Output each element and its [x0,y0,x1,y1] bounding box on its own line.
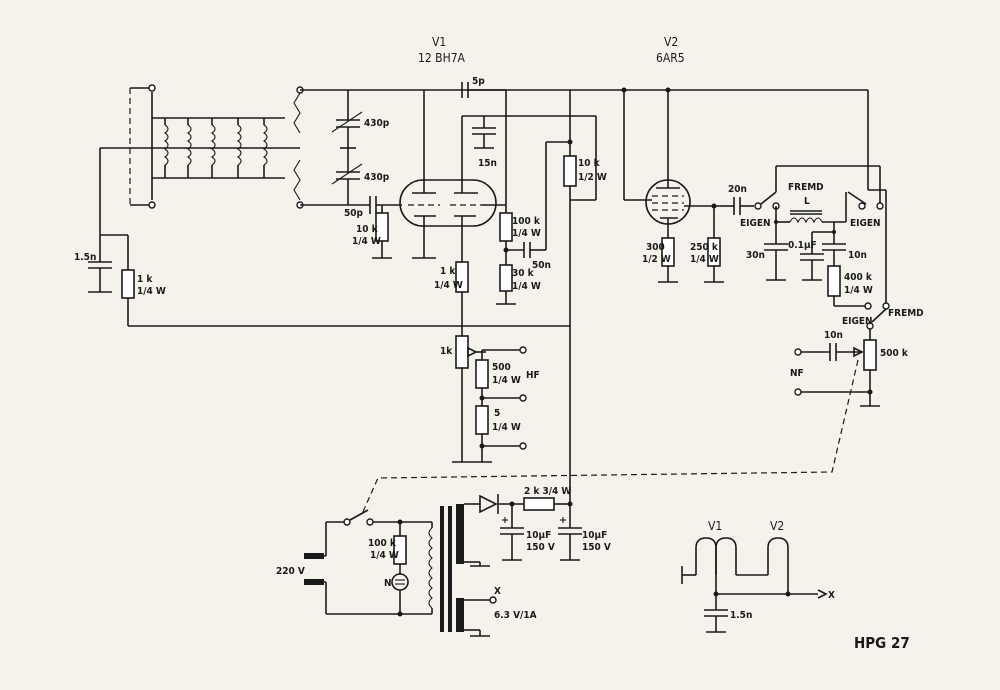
switch-linkage [361,359,859,515]
label-heater-v2: V2 [770,519,784,533]
tuning-capacitors [300,89,570,206]
label-r-10k-half-a: 10 k [578,158,601,169]
label-inductor-l: L [804,196,810,207]
r-1k-cathode [455,261,469,336]
label-r-500-b: 1/4 W [492,375,521,386]
filter-network [764,220,868,307]
label-r-100k-a: 100 k [512,216,541,227]
v2-ref: V2 [664,35,678,49]
label-r-5-b: 1/4 W [492,422,521,433]
label-heater-v: 6.3 V/1A [494,610,537,621]
cap-15n [462,115,597,201]
label-r-5-a: 5 [494,408,500,419]
r-300 [658,237,678,283]
v2-type: 6AR5 [656,51,685,65]
tube-v1 [399,90,506,262]
label-c-0-1uf: 0.1µF [788,240,817,251]
label-r-10k-q-a: 10 k [356,224,379,235]
label-eigen-1: EIGEN [740,218,771,229]
label-r-400k-a: 400 k [844,272,873,283]
label-r-100k-mains-a: 100 k [368,538,397,549]
r-100k-30k [496,205,546,305]
label-c-1n5: 1.5n [74,252,96,263]
label-r-1k-cath-a: 1 k [440,266,456,277]
label-c-15n: 15n [478,158,497,169]
r-10k-half [545,90,577,505]
left-branch [88,148,570,327]
label-c-50p: 50p [344,208,364,219]
hf-attenuator [452,335,527,463]
nf-input [794,339,880,407]
label-r-2k: 2 k 3/4 W [524,486,571,497]
label-eigen-2: EIGEN [850,218,881,229]
label-c-10n-a: 10n [848,250,867,261]
label-c-10uf-a: 10µF [526,530,551,541]
label-x-out: X [494,586,501,597]
label-c-430p-b: 430p [364,172,390,183]
label-c-150v-b: 150 V [582,542,611,553]
label-r-300-a: 300 [646,242,665,253]
label-pot-1k: 1k [440,346,453,357]
coil-turret [100,84,304,209]
label-nf: NF [790,368,804,379]
label-r-1k-cath-b: 1/4 W [434,280,463,291]
label-r-30k-a: 30 k [512,268,535,279]
label-c-10n-b: 10n [824,330,843,341]
label-c-150v-a: 150 V [526,542,555,553]
label-mains: 220 V [276,566,305,577]
label-heater-v1: V1 [708,519,722,533]
label-hf: HF [526,370,540,381]
label-r-30k-b: 1/4 W [512,281,541,292]
label-c-430p-a: 430p [364,118,390,129]
label-c-20n: 20n [728,184,747,195]
tube-v2 [570,87,868,238]
label-c-10uf-b: 10µF [582,530,607,541]
label-pot-500k: 500 k [880,348,909,359]
label-c-50n: 50n [532,260,551,271]
r-10k-grid [372,205,392,259]
label-r-10k-half-b: 1/2 W [578,172,607,183]
cap-20n [720,197,754,215]
label-r-10k-q-b: 1/4 W [352,236,381,247]
v1-type: 12 BH7A [418,51,466,65]
label-r-500-a: 500 [492,362,511,373]
mode-switch-top [754,90,884,224]
label-r-100k-b: 1/4 W [512,228,541,239]
label-r-300-b: 1/2 W [642,254,671,265]
label-r-100k-mains-b: 1/4 W [370,550,399,561]
label-eigen-3: EIGEN [842,316,873,327]
heater-wiring [681,537,828,633]
v1-ref: V1 [432,35,446,49]
label-r-400k-b: 1/4 W [844,285,873,296]
r-250k [704,203,724,283]
label-sw-fremd-top: FREMD [788,182,824,193]
label-c-30n: 30n [746,250,765,261]
label-heater-x: X [828,590,835,601]
label-r-250k-a: 250 k [690,242,719,253]
label-c-5p: 5p [472,76,485,87]
label-heater-c: 1.5n [730,610,752,621]
label-neon: N [384,578,392,589]
label-r-250k-b: 1/4 W [690,254,719,265]
label-r-1k-left-a: 1 k [137,274,153,285]
cap-50p [369,196,402,214]
mode-switch-bottom [864,189,890,340]
label-r-1k-left-b: 1/4 W [137,286,166,297]
diagram-title: HPG 27 [854,634,910,652]
label-fremd-2: FREMD [888,308,924,319]
power-supply [304,494,582,637]
